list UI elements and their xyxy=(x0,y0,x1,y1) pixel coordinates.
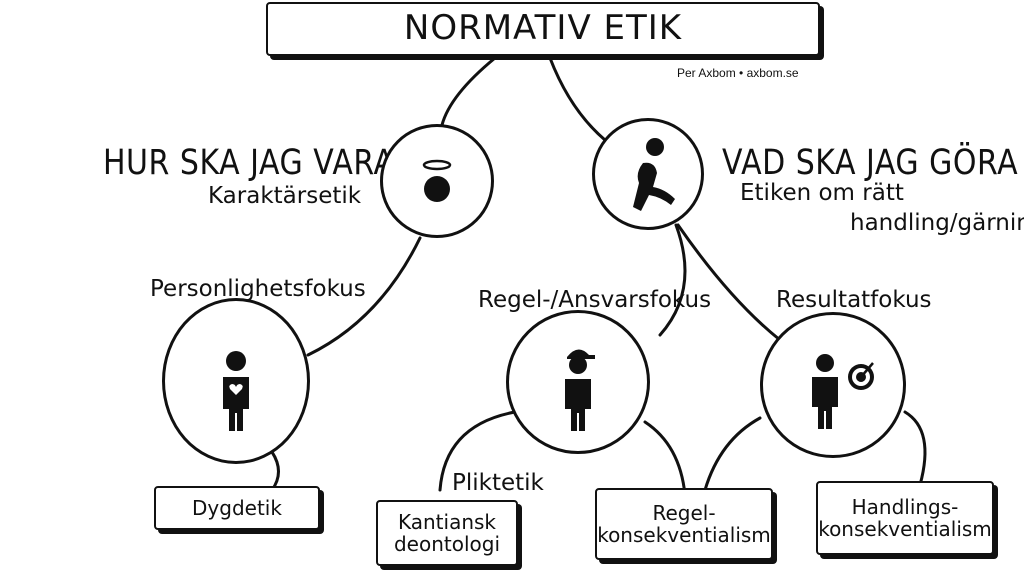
connector-right-rule xyxy=(658,223,687,337)
handlings-line2: konsekventialism xyxy=(818,517,992,541)
rule-focus-label: Regel-/Ansvarsfokus xyxy=(478,287,712,313)
connector-rule-kantiansk xyxy=(438,410,517,492)
connector-result-handlings xyxy=(903,410,927,487)
regel-konsekventialism-box: Regel- konsekventialism xyxy=(595,488,773,560)
kantiansk-line1: Kantiansk xyxy=(397,510,497,534)
kantiansk-line2: deontologi xyxy=(393,532,501,556)
connector-rule-regel xyxy=(643,420,687,497)
result-focus-label: Resultatfokus xyxy=(776,287,932,313)
kantiansk-deontologi-box: Kantiansk deontologi xyxy=(376,500,518,566)
dygdetik-box: Dygdetik xyxy=(154,486,320,530)
dygdetik-text: Dygdetik xyxy=(192,496,282,520)
personality-focus-circle xyxy=(162,298,310,464)
cap-person-icon xyxy=(565,349,595,431)
right-heading: VAD SKA JAG GÖRA xyxy=(722,143,1019,184)
character-ethics-circle xyxy=(380,124,494,238)
credit-text: Per Axbom • axbom.se xyxy=(677,66,799,80)
target-person-icon xyxy=(812,354,874,429)
handlings-konsekventialism-box: Handlings- konsekventialism xyxy=(816,481,994,555)
haloed-figure-icon xyxy=(422,159,452,202)
connector-title-right xyxy=(548,56,607,142)
walking-figure-icon xyxy=(633,138,675,211)
connector-result-regel xyxy=(703,416,762,492)
left-heading: HUR SKA JAG VARA xyxy=(103,143,395,184)
right-subheading-line1: Etiken om rätt xyxy=(740,180,904,206)
personality-focus-label: Personlighetsfokus xyxy=(150,276,366,302)
connector-right-result xyxy=(676,223,782,342)
handlings-line1: Handlings- xyxy=(851,495,959,519)
title-box: NORMATIV ETIK xyxy=(266,2,820,56)
regel-line2: konsekventialism xyxy=(597,523,771,547)
pliktetik-label: Pliktetik xyxy=(452,470,544,496)
connector-left-personality xyxy=(306,236,422,357)
result-focus-circle xyxy=(760,312,906,458)
left-subheading: Karaktärsetik xyxy=(208,183,362,209)
right-subheading-line2: handling/gärning xyxy=(850,210,1024,236)
heart-person-icon xyxy=(223,351,249,431)
regel-line1: Regel- xyxy=(652,501,716,525)
action-ethics-circle xyxy=(592,118,704,230)
connector-title-left xyxy=(440,56,497,127)
title-text: NORMATIV ETIK xyxy=(403,8,683,49)
rule-focus-circle xyxy=(506,310,650,454)
